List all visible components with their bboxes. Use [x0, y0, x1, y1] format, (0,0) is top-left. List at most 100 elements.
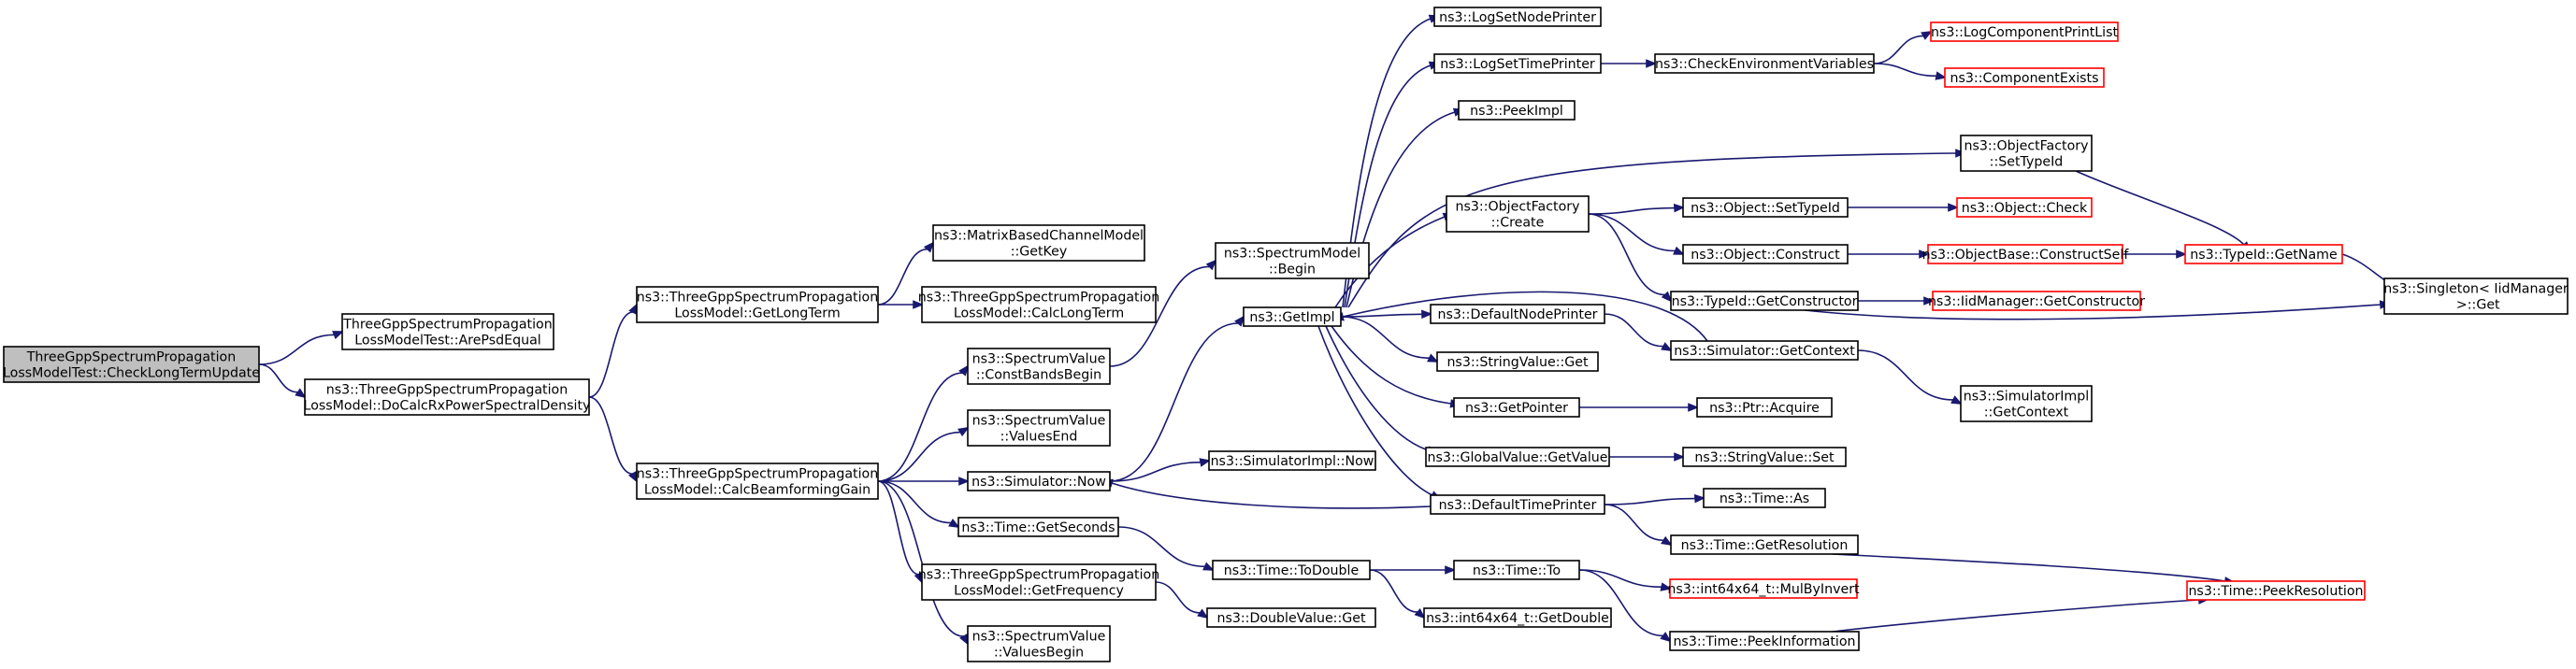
node-objFactoryCreate[interactable]: ns3::ObjectFactory::Create [1446, 195, 1590, 233]
node-box [1243, 306, 1342, 327]
node-timeTo[interactable]: ns3::Time::To [1453, 560, 1580, 580]
edge-line [1317, 325, 1433, 496]
node-valuesEnd[interactable]: ns3::SpectrumValue::ValuesEnd [967, 409, 1111, 447]
node-typeIdGetName[interactable]: ns3::TypeId::GetName [2184, 244, 2343, 264]
node-int64GetDouble[interactable]: ns3::int64x64_t::GetDouble [1423, 607, 1612, 628]
edge-line [1334, 216, 1446, 308]
node-calcLongTerm[interactable]: ns3::ThreeGppSpectrumPropagationLossMode… [918, 286, 1159, 323]
node-objConstruct[interactable]: ns3::Object::Construct [1682, 244, 1849, 264]
node-label-line: ns3::Object::Check [1962, 201, 2088, 216]
node-label-line: ::Create [1491, 216, 1545, 231]
node-objFactorySetTypeId[interactable]: ns3::ObjectFactory::SetTypeId [1960, 135, 2093, 172]
edge-arrowhead [1673, 246, 1685, 255]
node-box [304, 378, 590, 416]
node-mulByInvert[interactable]: ns3::int64x64_t::MulByInvert [1667, 578, 1860, 599]
node-constBandsBegin[interactable]: ns3::SpectrumValue::ConstBandsBegin [967, 348, 1111, 385]
node-globalValueGetValue[interactable]: ns3::GlobalValue::GetValue [1425, 447, 1610, 467]
node-valuesBegin[interactable]: ns3::SpectrumValue::ValuesBegin [967, 625, 1111, 662]
node-simNow[interactable]: ns3::Simulator::Now [967, 471, 1111, 491]
edge-calcBf-to-constBandsBegin [877, 364, 970, 482]
node-ptrAcquire[interactable]: ns3::Ptr::Acquire [1696, 397, 1833, 418]
edge-timeTo-to-peekInformation [1578, 569, 1672, 643]
node-peekResolution[interactable]: ns3::Time::PeekResolution [2186, 580, 2366, 601]
node-objSetTypeId[interactable]: ns3::Object::SetTypeId [1682, 197, 1849, 218]
node-label-line: ns3::Time::GetSeconds [961, 520, 1115, 535]
node-stringValueGet[interactable]: ns3::StringValue::Get [1436, 351, 1599, 372]
edge-calcBf-to-getSeconds [877, 480, 960, 529]
node-label-line: ns3::MatrixBasedChannelModel [934, 229, 1144, 244]
node-doCalcRx[interactable]: ns3::ThreeGppSpectrumPropagationLossMode… [304, 378, 591, 416]
node-label-line: LossModel::CalcLongTerm [954, 306, 1124, 321]
node-box [967, 348, 1111, 385]
edge-line [877, 480, 964, 637]
edge-line [1117, 526, 1205, 568]
node-timeGetResolution[interactable]: ns3::Time::GetResolution [1670, 534, 1859, 555]
node-label-line: ns3::StringValue::Get [1446, 355, 1589, 370]
node-label-line: ::Begin [1269, 263, 1316, 278]
node-objectCheck[interactable]: ns3::Object::Check [1956, 197, 2093, 218]
node-logComponentPrintList[interactable]: ns3::LogComponentPrintList [1930, 21, 2119, 42]
edge-line [1109, 265, 1210, 367]
node-label-line: ns3::ThreeGppSpectrumPropagation [637, 467, 878, 482]
node-simGetContext[interactable]: ns3::Simulator::GetContext [1670, 340, 1859, 361]
node-typeIdGetConstructor[interactable]: ns3::TypeId::GetConstructor [1670, 291, 1859, 311]
node-label-line: ::GetKey [1011, 245, 1068, 260]
node-logSetTimePrinter[interactable]: ns3::LogSetTimePrinter [1433, 53, 1602, 74]
node-box [1703, 488, 1826, 508]
edge-objFactorySetTypeId-to-typeIdGetName [2075, 170, 2252, 253]
node-singletonGet[interactable]: ns3::Singleton< IidManager >::Get [2383, 278, 2569, 315]
node-box [1458, 100, 1576, 121]
node-getKey[interactable]: ns3::MatrixBasedChannelModel::GetKey [932, 224, 1145, 262]
node-doubleValueGet[interactable]: ns3::DoubleValue::Get [1206, 607, 1376, 628]
node-label-line: ns3::StringValue::Set [1694, 450, 1835, 465]
node-getSeconds[interactable]: ns3::Time::GetSeconds [957, 517, 1119, 537]
node-getFrequency[interactable]: ns3::ThreeGppSpectrumPropagationLossMode… [918, 563, 1159, 601]
node-logSetNodePrinter[interactable]: ns3::LogSetNodePrinter [1433, 7, 1602, 27]
node-box [3, 346, 260, 383]
edge-line [1604, 313, 1664, 348]
node-stringValueSet[interactable]: ns3::StringValue::Set [1682, 447, 1847, 467]
node-iidMgrGetConstructor[interactable]: ns3::IidManager::GetConstructor [1928, 291, 2145, 311]
node-toDouble[interactable]: ns3::Time::ToDouble [1212, 560, 1371, 580]
node-label-line: ns3::TypeId::GetConstructor [1672, 294, 1858, 309]
node-root[interactable]: ThreeGppSpectrumPropagationLossModelTest… [3, 346, 260, 383]
node-box [1960, 135, 2093, 172]
node-simImplGetContext[interactable]: ns3::SimulatorImpl::GetContext [1960, 385, 2093, 422]
node-box [636, 286, 879, 323]
node-spectrumModelBegin[interactable]: ns3::SpectrumModel::Begin [1215, 242, 1370, 279]
node-peekInformation[interactable]: ns3::Time::PeekInformation [1669, 631, 1860, 651]
node-box [1669, 631, 1860, 651]
node-box [921, 286, 1157, 323]
node-componentExists[interactable]: ns3::ComponentExists [1944, 67, 2105, 88]
edge-defaultTimePrinter-to-timeGetResolution [1604, 504, 1673, 547]
edge-arrowhead [948, 518, 960, 529]
node-peekImpl[interactable]: ns3::PeekImpl [1458, 100, 1576, 121]
node-box [1696, 397, 1833, 418]
node-getImpl[interactable]: ns3::GetImpl [1243, 306, 1342, 327]
edge-line [588, 311, 634, 398]
node-arePsdEqual[interactable]: ThreeGppSpectrumPropagationLossModelTest… [341, 313, 554, 350]
node-label-line: ns3::Ptr::Acquire [1709, 401, 1820, 416]
edge-arrowhead [1202, 562, 1215, 571]
node-objBaseConstructSelf[interactable]: ns3::ObjectBase::ConstructSelf [1922, 244, 2130, 264]
node-getLongTerm[interactable]: ns3::ThreeGppSpectrumPropagationLossMode… [636, 286, 879, 323]
node-label-line: ns3::ThreeGppSpectrumPropagation [918, 291, 1159, 306]
node-defaultNodePrinter[interactable]: ns3::DefaultNodePrinter [1430, 304, 1605, 324]
node-simImplNow[interactable]: ns3::SimulatorImpl::Now [1208, 450, 1376, 471]
edge-simNow-to-simImplNow [1109, 458, 1212, 482]
node-label-line: ::GetContext [1984, 406, 2069, 420]
node-box [1682, 244, 1849, 264]
node-calcBf[interactable]: ns3::ThreeGppSpectrumPropagationLossMode… [636, 463, 879, 500]
node-label-line: ns3::Time::PeekResolution [2188, 584, 2363, 599]
node-label-line: ns3::Simulator::Now [971, 475, 1106, 490]
node-box [2186, 580, 2366, 601]
node-label-line: ::ValuesBegin [994, 646, 1084, 661]
edge-line [877, 372, 963, 482]
node-getPointer[interactable]: ns3::GetPointer [1453, 397, 1580, 418]
edge-checkEnvVars-to-logComponentPrintList [1873, 30, 1933, 64]
edge-objSetTypeId-to-objectCheck [1848, 203, 1960, 212]
node-timeAs[interactable]: ns3::Time::As [1703, 488, 1826, 508]
node-defaultTimePrinter[interactable]: ns3::DefaultTimePrinter [1430, 494, 1605, 515]
node-checkEnvVars[interactable]: ns3::CheckEnvironmentVariables [1654, 53, 1875, 74]
